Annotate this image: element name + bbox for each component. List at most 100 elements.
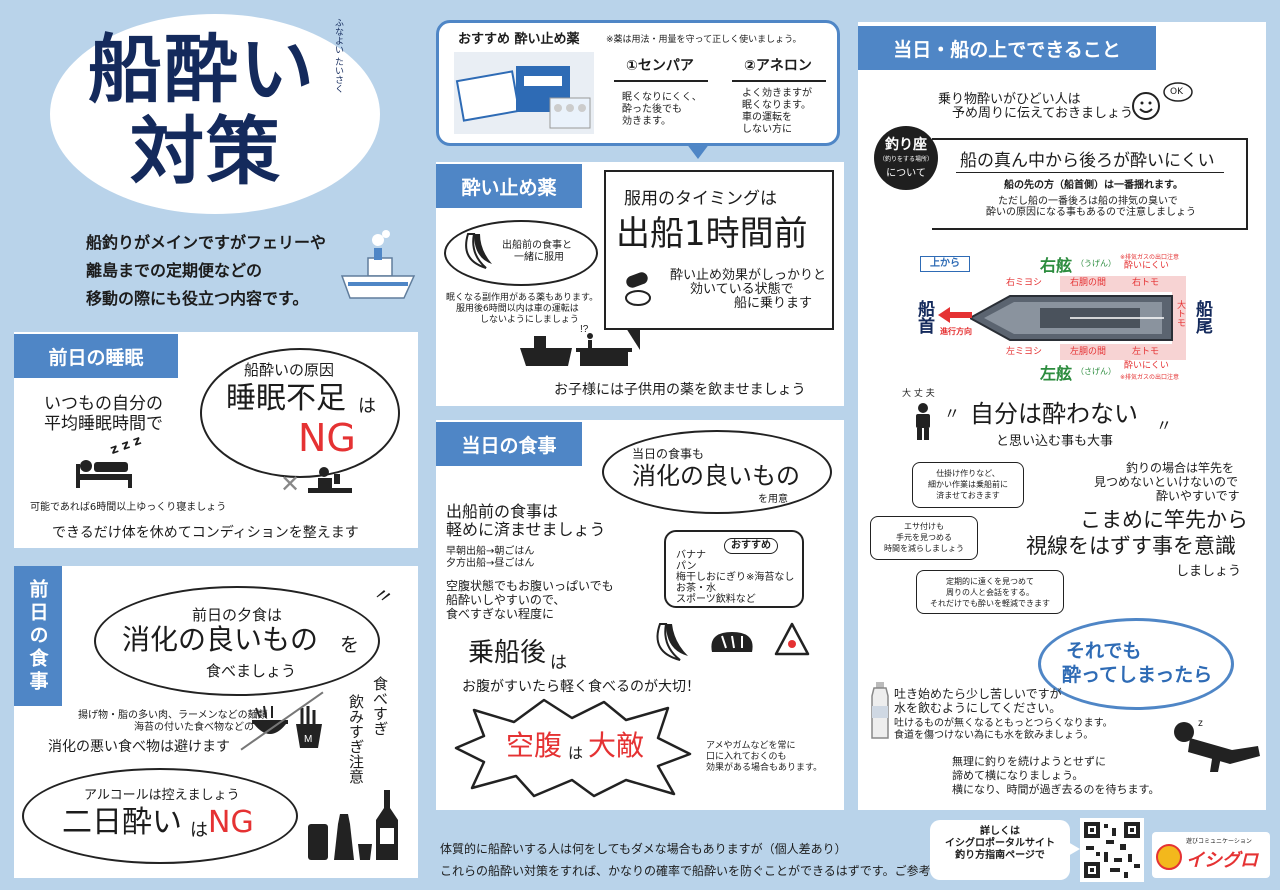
medicine-item2-name: ②アネロン xyxy=(744,58,812,74)
hard-zone-top xyxy=(1060,276,1186,292)
title-ruby: ふなよい たいさく xyxy=(333,18,343,93)
bow-label: 船首 xyxy=(914,300,934,334)
link-text2[interactable]: イシグロポータルサイト xyxy=(945,838,1055,849)
link-bubble[interactable] xyxy=(930,820,1070,880)
self-sub: と思い込む事も大事 xyxy=(996,434,1114,449)
smile-ok-icon xyxy=(1132,82,1193,120)
meal-day-bubble3: を用意 xyxy=(758,494,788,505)
kids-medicine: お子様には子供用の薬を飲ませましょう xyxy=(554,382,806,398)
sleeping-person-icon xyxy=(76,460,132,488)
r-tomo: 右トモ xyxy=(1132,278,1160,288)
sleep-bottom: できるだけ体を休めてコンディションを整えます xyxy=(52,525,359,541)
banana-icon xyxy=(465,233,492,269)
tip1-box xyxy=(912,462,1024,508)
medicine-note3: しないようにしましょう xyxy=(480,315,579,325)
recommend-item4: お茶・水 xyxy=(676,583,716,594)
meal-day-evening: 夕方出船→昼ごはん xyxy=(446,558,535,569)
meal-prev-header: 前日の食事 xyxy=(14,566,62,706)
rest-text2: 諦めて横になりましょう。 xyxy=(952,769,1084,782)
port-ruby: （さげん） xyxy=(1076,367,1116,376)
link-text3[interactable]: 釣り方指南ページで xyxy=(955,850,1045,861)
meal-prev-vertical2: 飲みすぎ注意 xyxy=(347,694,365,784)
meal-prev-big: 消化の良いもの xyxy=(122,623,319,656)
l-tomo: 左トモ xyxy=(1132,347,1160,357)
sleep-cause: 船酔いの原因 xyxy=(244,361,335,379)
after-text: お腹がすいたら軽く食べるのが大切！ xyxy=(462,679,700,695)
ferry-icon xyxy=(340,230,416,299)
seat-note2: 酔いの原因になる事もあるので注意しましょう xyxy=(986,207,1196,218)
candy-text1: アメやガムなどを常に xyxy=(706,741,796,751)
candy-text2: 口に入れておくのも xyxy=(706,752,787,762)
sleep-header: 前日の睡眠 xyxy=(14,334,178,378)
link-text1[interactable]: 詳しくは xyxy=(980,826,1020,837)
effect-text2: 効いている状態で xyxy=(690,282,794,297)
recommend-item1: バナナ xyxy=(676,550,706,561)
seat-sub: （釣りをする場所） xyxy=(878,156,933,163)
cross-icon: ✕ xyxy=(280,470,301,498)
medicine-item2-desc4: しない方に xyxy=(742,124,792,135)
sleep-big: 睡眠不足 xyxy=(226,381,346,416)
hard-label-top: 酔いにくい xyxy=(1124,261,1169,271)
port-label: 左舷 xyxy=(1040,364,1073,383)
tell-text1: 乗り物酔いがひどい人は xyxy=(938,92,1081,107)
l-miyoshi: 左ミヨシ xyxy=(1006,347,1043,357)
hunger-big2: 大敵 xyxy=(588,729,645,762)
medicine-recommend-title: おすすめ 酔い止め薬 xyxy=(458,32,580,47)
vomit-text4: 食道を傷つけない為にも水を飲みましょう。 xyxy=(894,730,1094,741)
direction-arrow-icon xyxy=(938,307,972,323)
medicine-item1-rule xyxy=(614,80,708,82)
medicine-item2-desc3: 車の運転を xyxy=(742,112,792,123)
meal-prev-note2: 海苔の付いた食べ物などの xyxy=(134,722,254,733)
timing-big: 出船1時間前 xyxy=(616,214,808,254)
pills-icon xyxy=(625,272,651,306)
tip1-a: 仕掛け作りなど、 xyxy=(936,469,1000,478)
rest-text1: 無理に釣りを続けようとせずに xyxy=(952,755,1106,768)
otomo-label: 大トモ xyxy=(1175,300,1185,327)
meal-day-empty2: 船酔いしやすいので、 xyxy=(446,593,566,607)
tip1-c: 済ませておきます xyxy=(936,491,1000,500)
rod-big1: こまめに竿先から xyxy=(1080,508,1248,532)
r-mid: 右胴の間 xyxy=(1070,278,1107,288)
bread-icon xyxy=(711,632,753,652)
vomit-text2: 水を飲むようにしてください。 xyxy=(894,701,1062,715)
brand-name: イシグロ xyxy=(1186,850,1258,871)
medicine-note1: 眠くなる副作用がある薬もあります。 xyxy=(446,293,599,303)
tip2-box xyxy=(870,516,978,560)
bubble-tail xyxy=(686,143,710,159)
sleep-text1: いつもの自分の xyxy=(44,394,163,414)
timing-tail xyxy=(626,328,640,350)
recommend-item2: パン xyxy=(676,561,697,572)
hard-zone-bottom xyxy=(1060,344,1186,360)
timing-text: 服用のタイミングは xyxy=(624,189,777,209)
self-big: 自分は酔わない xyxy=(970,400,1138,428)
meal-prev-cloud xyxy=(94,586,380,696)
rod-text2: 見つめないといけないので xyxy=(1094,475,1239,489)
after-big: 乗船後 xyxy=(468,638,547,668)
effect-text1: 酔い止め効果がしっかりと xyxy=(670,268,827,283)
emphasis-right: 〃 xyxy=(1156,416,1173,435)
alcohol-text: アルコールは控えましょう xyxy=(84,788,240,803)
intro-line3: 移動の際にも役立つ内容です。 xyxy=(86,289,309,308)
starboard-ruby: （うげん） xyxy=(1076,259,1116,268)
medicine-recommend-note: ※薬は用法・用量を守って正しく使いましょう。 xyxy=(606,35,802,45)
burst-shape xyxy=(454,698,692,798)
seat-bold: 船の先の方（船首側）は一番揺れます。 xyxy=(1004,180,1183,191)
hangover-ha: は xyxy=(190,820,208,841)
link-arrow xyxy=(1068,842,1080,856)
meal-day-empty1: 空腹状態でもお腹いっぱいでも xyxy=(446,579,614,593)
hard-zone-stern xyxy=(1172,276,1186,360)
banana-text1: 出船前の食事と xyxy=(502,240,572,251)
hunger-ha: は xyxy=(568,744,584,762)
onigiri-icon xyxy=(774,622,810,656)
medicine-item1-desc1: 眠くなりにくく、 xyxy=(622,92,702,103)
still-cloud xyxy=(1038,618,1234,710)
tip3-c: それだけでも酔いを軽減できます xyxy=(930,599,1050,608)
still-text2: 酔ってしまったら xyxy=(1062,664,1213,686)
fries-icon: M xyxy=(296,706,322,748)
sleep-cloud xyxy=(200,348,400,478)
boat-person-icon: !? xyxy=(520,324,632,366)
qr-code-icon[interactable] xyxy=(1080,818,1144,882)
still-text1: それでも xyxy=(1066,640,1142,662)
water-bottle-icon xyxy=(871,682,889,739)
meal-day-empty3: 食べすぎない程度に xyxy=(446,607,555,621)
